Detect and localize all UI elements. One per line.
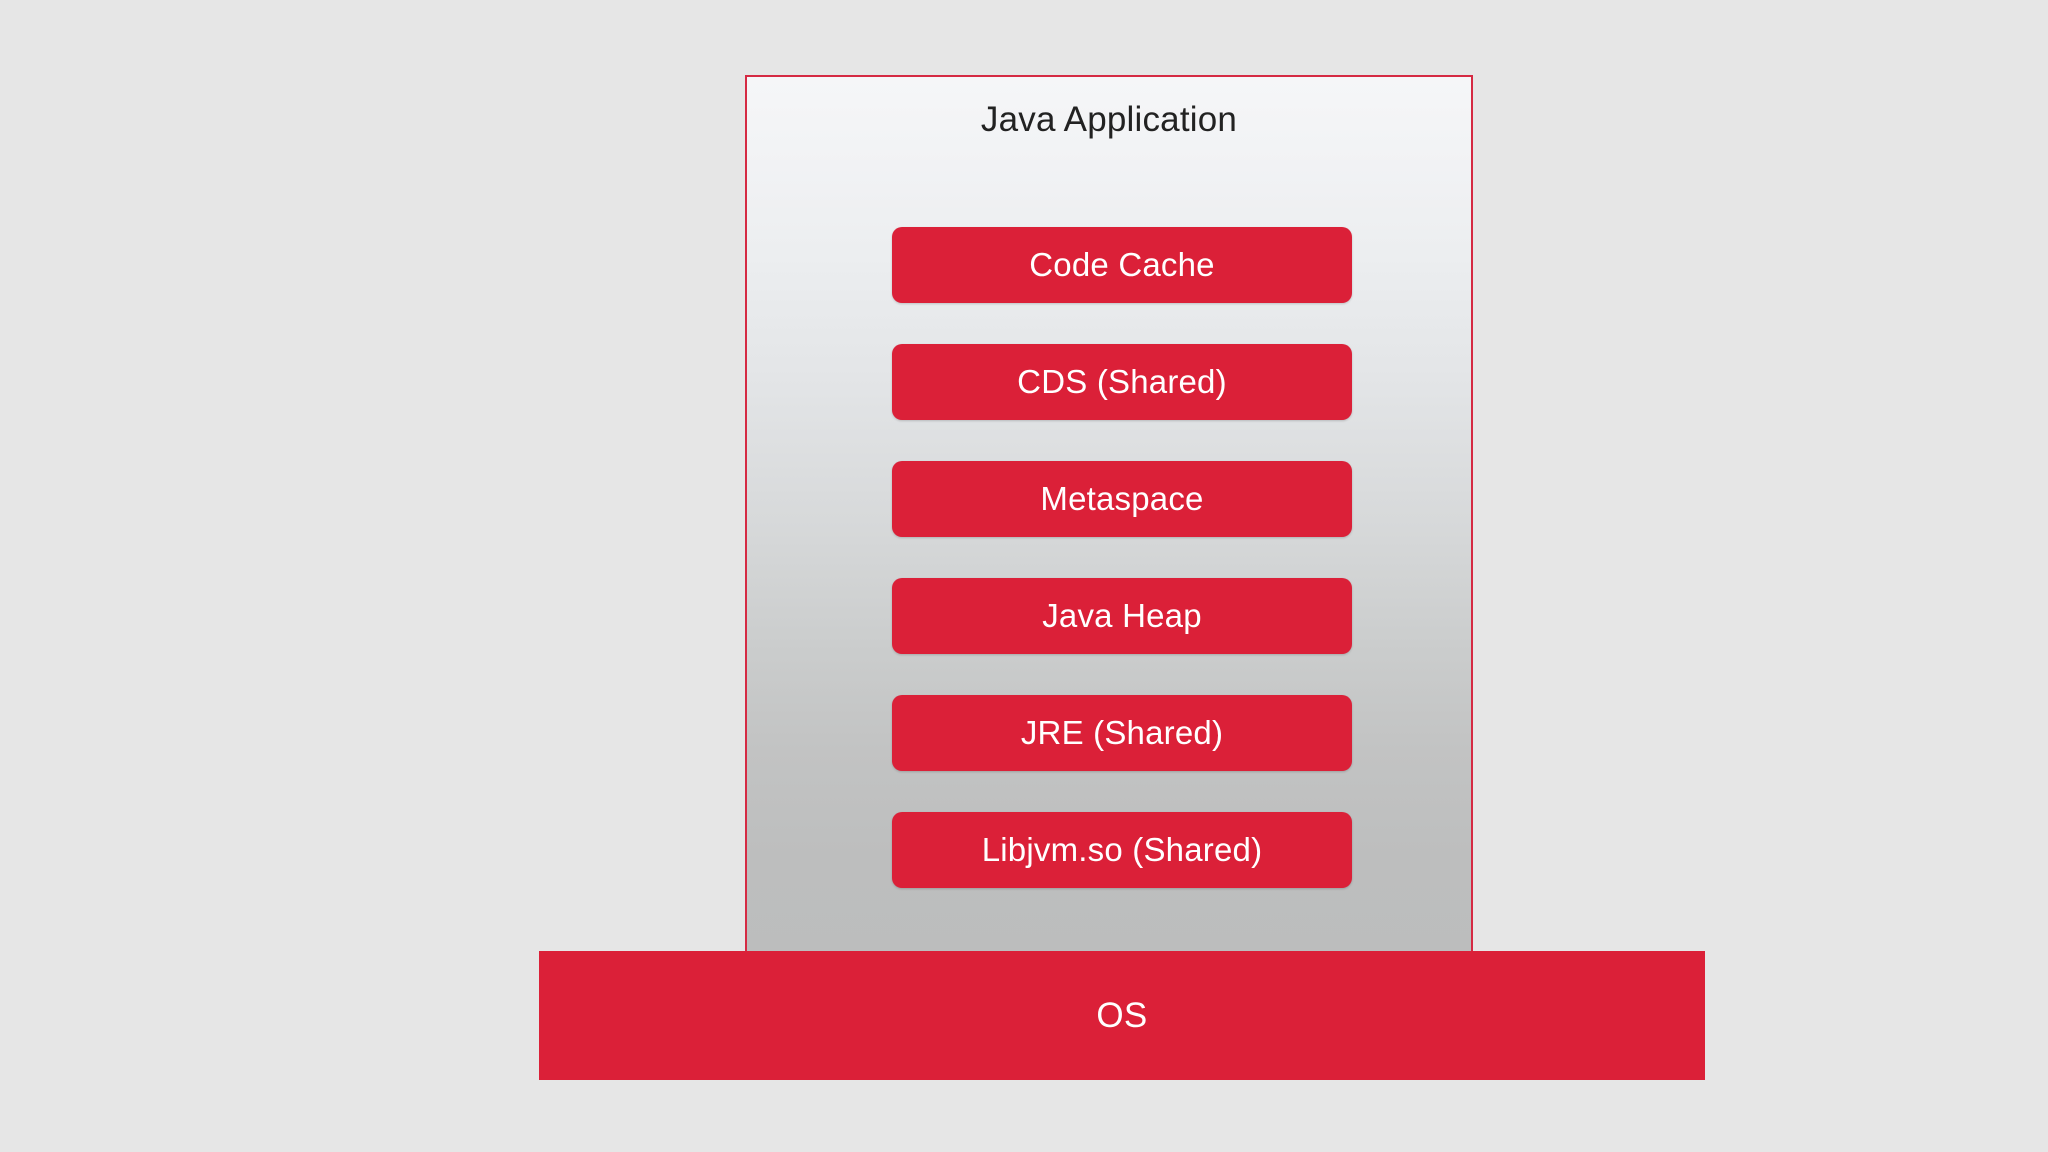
os-label: OS bbox=[1096, 995, 1148, 1035]
memory-region-label: JRE (Shared) bbox=[1020, 714, 1224, 751]
memory-region-cds-shared: CDS (Shared) bbox=[892, 344, 1352, 420]
memory-region-java-heap: Java Heap bbox=[892, 578, 1352, 654]
memory-region-stack: Code Cache CDS (Shared) Metaspace Java H… bbox=[892, 227, 1352, 888]
memory-region-libjvm-shared: Libjvm.so (Shared) bbox=[892, 812, 1352, 888]
memory-region-label: Metaspace bbox=[1040, 480, 1204, 517]
memory-region-label: CDS (Shared) bbox=[1017, 363, 1227, 400]
page-title: Java Application bbox=[980, 100, 1238, 139]
memory-region-label: Java Heap bbox=[1042, 597, 1202, 634]
memory-region-metaspace: Metaspace bbox=[892, 461, 1352, 537]
java-application-container: Java Application Code Cache CDS (Shared)… bbox=[745, 75, 1473, 965]
memory-region-jre-shared: JRE (Shared) bbox=[892, 695, 1352, 771]
memory-region-label: Libjvm.so (Shared) bbox=[981, 831, 1263, 868]
memory-region-code-cache: Code Cache bbox=[892, 227, 1352, 303]
memory-region-label: Code Cache bbox=[1029, 246, 1215, 283]
os-foundation-bar: OS bbox=[539, 951, 1705, 1080]
